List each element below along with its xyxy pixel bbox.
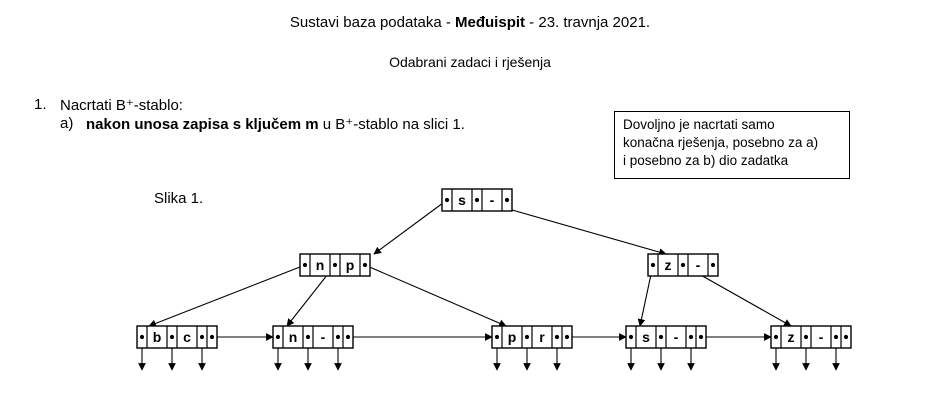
pointer-dot xyxy=(305,334,311,340)
page-header: Sustavi baza podataka - Međuispit - 23. … xyxy=(0,14,940,31)
tree-node-leaf-2: n- xyxy=(272,325,354,349)
note-box: Dovoljno je nacrtati samo konačna rješen… xyxy=(614,111,850,179)
pointer-dot xyxy=(444,197,450,203)
node-key: - xyxy=(490,192,495,208)
header-exam: Međuispit xyxy=(455,14,526,31)
tree-node-leaf-5: z- xyxy=(770,325,852,349)
pointer-dot xyxy=(698,334,704,340)
pointer-dot xyxy=(345,334,351,340)
subquestion-key: m xyxy=(305,116,319,133)
tree-edge xyxy=(373,199,448,255)
node-key: n xyxy=(316,257,325,273)
node-key: s xyxy=(642,329,650,345)
node-key: r xyxy=(539,329,545,345)
node-key: s xyxy=(458,192,466,208)
pointer-dot xyxy=(803,334,809,340)
note-line-2: konačna rješenja, posebno za a) xyxy=(623,135,819,150)
pointer-dot xyxy=(650,262,656,268)
pointer-dot xyxy=(524,334,530,340)
header-date: - 23. travnja 2021. xyxy=(525,14,651,31)
pointer-dot xyxy=(169,334,175,340)
pointer-dot xyxy=(688,334,694,340)
node-key: - xyxy=(696,257,701,273)
subquestion-rest: u B⁺-stablo na slici 1. xyxy=(318,116,465,133)
pointer-dot xyxy=(554,334,560,340)
pointer-dot xyxy=(843,334,849,340)
node-key: - xyxy=(819,329,824,345)
subquestion-letter: a) xyxy=(60,115,74,132)
node-key: p xyxy=(346,257,355,273)
tree-edge xyxy=(364,264,507,327)
pointer-dot xyxy=(139,334,145,340)
subquestion-bold: nakon unosa zapisa s ključem xyxy=(86,116,306,133)
node-key: - xyxy=(321,329,326,345)
pointer-dot xyxy=(199,334,205,340)
node-key: - xyxy=(674,329,679,345)
figure-label: Slika 1. xyxy=(154,190,204,207)
node-key: p xyxy=(508,329,517,345)
node-key: c xyxy=(183,329,191,345)
pointer-dot xyxy=(335,334,341,340)
pointer-dot xyxy=(658,334,664,340)
node-key: z xyxy=(788,329,795,345)
question-number: 1. xyxy=(34,96,47,113)
pointer-dot xyxy=(209,334,215,340)
header-course: Sustavi baza podataka - xyxy=(289,14,456,31)
pointer-dot xyxy=(710,262,716,268)
tree-node-inner-right: z- xyxy=(647,253,719,277)
pointer-dot xyxy=(494,334,500,340)
tree-node-root: s- xyxy=(441,188,513,212)
pointer-dot xyxy=(680,262,686,268)
pointer-dot xyxy=(564,334,570,340)
pointer-dot xyxy=(833,334,839,340)
pointer-dot xyxy=(773,334,779,340)
pointer-dot xyxy=(504,197,510,203)
pointer-dot xyxy=(474,197,480,203)
pointer-dot xyxy=(332,262,338,268)
question-text: Nacrtati B⁺-stablo: xyxy=(60,97,183,114)
pointer-dot xyxy=(362,262,368,268)
pointer-dot xyxy=(628,334,634,340)
tree-edges xyxy=(138,199,840,371)
tree-node-leaf-4: s- xyxy=(625,325,707,349)
note-line-1: Dovoljno je nacrtati samo xyxy=(623,117,775,132)
node-key: z xyxy=(665,257,672,273)
tree-edge xyxy=(148,264,306,328)
node-key: n xyxy=(289,329,298,345)
pointer-dot xyxy=(275,334,281,340)
note-line-3: i posebno za b) dio zadatka xyxy=(623,153,789,168)
subquestion-text: nakon unosa zapisa s ključem m u B⁺-stab… xyxy=(86,115,465,133)
page-subtitle: Odabrani zadaci i rješenja xyxy=(389,54,551,70)
node-key: b xyxy=(153,329,162,345)
pointer-dot xyxy=(302,262,308,268)
